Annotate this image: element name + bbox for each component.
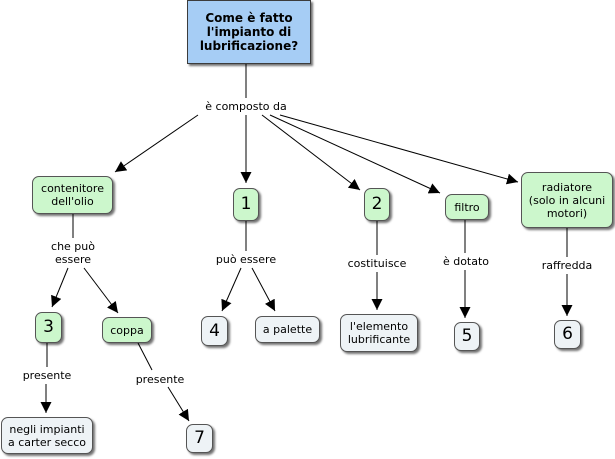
arrow-to-oil-container bbox=[114, 114, 199, 173]
concept-n7[interactable]: 7 bbox=[186, 424, 213, 453]
root-question[interactable]: Come è fatto l'impianto di lubrificazion… bbox=[187, 0, 311, 64]
concept-oil-container[interactable]: contenitore dell'olio bbox=[32, 176, 113, 214]
link-label-can-be-oil: che può essere bbox=[50, 240, 96, 266]
arrow-to-n3 bbox=[51, 267, 69, 308]
arrow-to-filter bbox=[269, 114, 441, 194]
concept-radiator[interactable]: radiatore (solo in alcuni motori) bbox=[521, 172, 613, 228]
concept-filter[interactable]: filtro bbox=[445, 194, 489, 220]
concept-n4[interactable]: 4 bbox=[201, 316, 228, 346]
concept-sump[interactable]: coppa bbox=[102, 317, 152, 343]
concept-n2[interactable]: 2 bbox=[364, 188, 390, 221]
arrow-to-vane bbox=[251, 267, 276, 312]
arrow-to-sump bbox=[83, 267, 119, 314]
link-label-constitutes: costituisce bbox=[344, 257, 410, 270]
concept-n3[interactable]: 3 bbox=[35, 312, 62, 343]
concept-dry-sump[interactable]: negli impianti a carter secco bbox=[1, 417, 93, 454]
link-label-present-n3: presente bbox=[22, 369, 72, 382]
concept-n1[interactable]: 1 bbox=[233, 188, 259, 221]
concept-vane[interactable]: a palette bbox=[255, 316, 320, 343]
arrow-to-n2 bbox=[261, 114, 361, 191]
concept-lubricant[interactable]: l'elemento lubrificante bbox=[340, 314, 418, 352]
link-label-equipped-with: è dotato bbox=[440, 255, 492, 268]
concept-n5[interactable]: 5 bbox=[454, 322, 480, 351]
line-sump-to-present bbox=[137, 342, 153, 371]
arrow-to-n7 bbox=[167, 386, 190, 422]
arrow-to-n4 bbox=[221, 267, 242, 312]
arrow-to-radiator bbox=[279, 114, 519, 185]
link-label-can-be-n1: può essere bbox=[215, 253, 277, 266]
link-label-cools: raffredda bbox=[539, 259, 595, 272]
link-label-composed-of: è composto da bbox=[204, 100, 288, 113]
concept-n6[interactable]: 6 bbox=[554, 320, 581, 349]
link-label-present-sump: presente bbox=[134, 373, 186, 386]
